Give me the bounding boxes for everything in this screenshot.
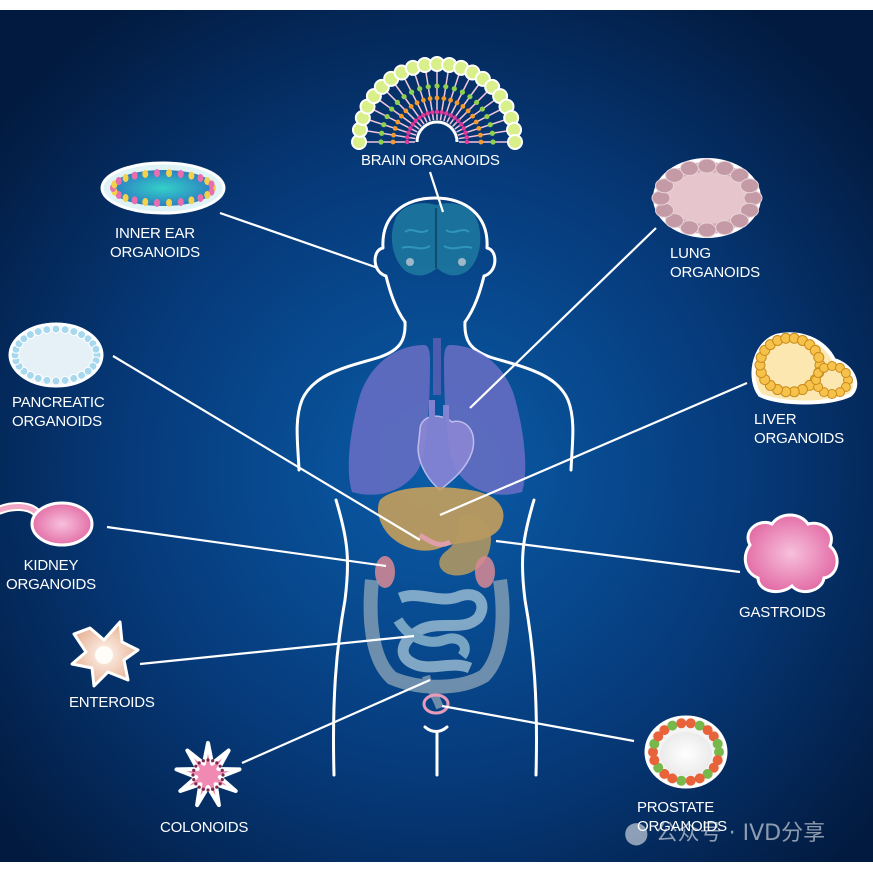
left-side-outline: [332, 498, 350, 777]
torso-outline: [295, 320, 575, 472]
bladder-organ: [422, 693, 450, 715]
line-prostate: [441, 704, 635, 743]
label-prostate-line2: ORGANOIDS: [637, 818, 727, 835]
watermark-text: 公众号 · IVD分享: [655, 821, 826, 846]
line-gastroids: [495, 539, 741, 574]
label-gastroids: GASTROIDS: [739, 604, 826, 621]
colonoids-organoid-icon: [174, 741, 242, 808]
label-prostate-organoids: PROSTATE ORGANOIDS: [637, 798, 727, 836]
label-inner-ear-line2: ORGANOIDS: [110, 244, 200, 261]
prostate-organoid-icon: [644, 715, 728, 789]
brain-organoid-icon: [351, 56, 523, 150]
line-colonoids: [241, 678, 431, 765]
watermark: ⬤ 公众号 · IVD分享: [624, 815, 825, 847]
pancreatic-organoid-icon: [8, 322, 104, 388]
label-kidney-line1: KIDNEY: [23, 557, 79, 574]
label-pancreatic-line1: PANCREATIC: [12, 394, 105, 411]
head-outline: [373, 196, 497, 324]
label-liver-line2: ORGANOIDS: [754, 430, 844, 447]
lung-organoid-icon: [651, 158, 763, 238]
right-side-outline: [520, 498, 538, 777]
label-kidney-organoids: KIDNEY ORGANOIDS: [6, 556, 96, 594]
enteroids-organoid-icon: [70, 620, 140, 688]
kidney-organoid-icon: [0, 501, 94, 547]
label-brain-organoids: BRAIN ORGANOIDS: [361, 152, 500, 169]
brain-organ: [391, 203, 481, 276]
label-inner-ear-line1: INNER EAR: [115, 225, 195, 242]
label-colonoids: COLONOIDS: [160, 819, 249, 836]
line-pancreatic: [112, 355, 421, 541]
gastroids-organoid-icon: [743, 513, 839, 594]
line-kidney: [106, 525, 387, 568]
label-inner-ear-organoids: INNER EAR ORGANOIDS: [110, 224, 200, 262]
label-lung-line2: ORGANOIDS: [670, 264, 760, 281]
label-liver-organoids: LIVER ORGANOIDS: [754, 410, 844, 448]
label-lung-line1: LUNG: [670, 245, 711, 262]
stomach-organ: [418, 514, 491, 576]
line-lung: [469, 227, 657, 409]
liver-organoid-icon: [751, 332, 858, 405]
intestines-organ: [363, 578, 510, 710]
body-outline: [295, 196, 575, 777]
line-enteroids: [139, 634, 415, 666]
groin-outline: [423, 725, 449, 777]
label-enteroids: ENTEROIDS: [69, 694, 155, 711]
label-kidney-line2: ORGANOIDS: [6, 576, 96, 593]
label-lung-organoids: LUNG ORGANOIDS: [670, 244, 760, 282]
wechat-icon: ⬤: [624, 821, 649, 846]
label-pancreatic-line2: ORGANOIDS: [12, 413, 102, 430]
leader-lines: [106, 171, 748, 765]
bottom-margin: [0, 862, 873, 872]
label-pancreatic-organoids: PANCREATIC ORGANOIDS: [12, 393, 105, 431]
line-brain: [428, 171, 445, 213]
line-liver: [439, 381, 748, 517]
label-prostate-line1: PROSTATE: [637, 799, 715, 816]
inner-ear-organoid-icon: [100, 161, 226, 215]
kidneys-organ: [375, 556, 495, 588]
line-inner-ear: [219, 211, 379, 270]
label-liver-line1: LIVER: [754, 411, 797, 428]
heart-organ: [417, 400, 475, 491]
